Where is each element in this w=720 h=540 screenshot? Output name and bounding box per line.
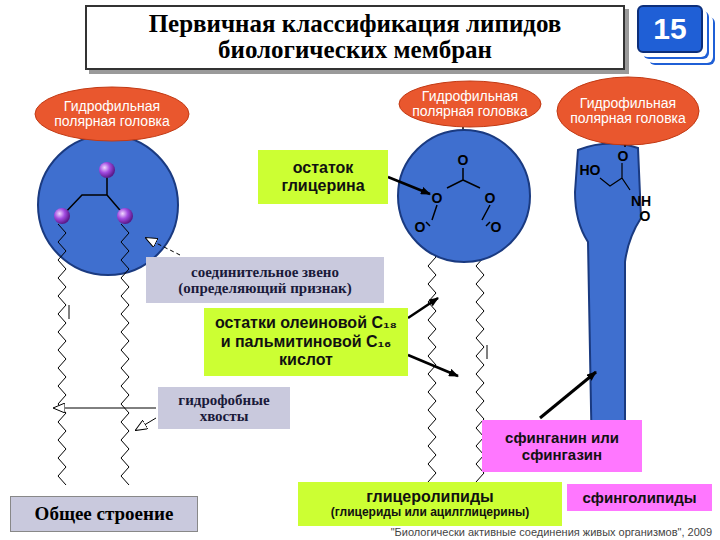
atom-label: NH xyxy=(631,194,651,208)
atom-label: O xyxy=(432,191,443,205)
node-text: сфинголипиды xyxy=(583,489,697,506)
callout-box: соединительное звено (определяющий призн… xyxy=(146,257,384,303)
node-text: Гидрофильная полярная головка xyxy=(570,96,686,127)
node-text: соединительное звено (определяющий призн… xyxy=(154,264,376,297)
class-box: сфинголипиды xyxy=(567,484,712,511)
node-text: 15 xyxy=(653,12,686,46)
callout-box: сфинганин или сфингазин xyxy=(482,420,642,472)
atom-label: O xyxy=(618,149,629,163)
head-ellipse: Гидрофильная полярная головка xyxy=(556,76,700,146)
node-text: (глицериды или ацилглицерины) xyxy=(331,506,529,520)
atom-label: O xyxy=(458,153,469,167)
callout-box: гидрофобные хвосты xyxy=(158,387,290,429)
node-text: сфинганин или сфингазин xyxy=(490,429,634,464)
source-caption: "Биологически активные соединения живых … xyxy=(391,526,712,538)
slide-number: 15 xyxy=(637,5,703,53)
node-text: остаток глицерина xyxy=(266,159,380,196)
node-text: остатки олеиновой С₁₈ и пальмитиновой С₁… xyxy=(212,314,400,369)
atom-label: O xyxy=(491,220,502,234)
head-ellipse: Гидрофильная полярная головка xyxy=(34,86,190,142)
atom-label: O xyxy=(640,209,651,223)
atom-label: HO xyxy=(580,163,601,177)
node-text: Общее строение xyxy=(35,503,174,525)
atom-label: O xyxy=(415,220,426,234)
node-text: Гидрофильная полярная головка xyxy=(48,99,176,130)
node-text: гидрофобные хвосты xyxy=(166,392,282,425)
node-text: глицеролипиды xyxy=(366,488,493,506)
legend-box: Общее строение xyxy=(10,496,198,532)
node-text: Первичная классификация липидов биологич… xyxy=(97,11,613,64)
head-ellipse: Гидрофильная полярная головка xyxy=(398,80,542,128)
callout-box: остаток глицерина xyxy=(258,150,388,204)
class-box: глицеролипиды(глицериды или ацилглицерин… xyxy=(298,482,562,526)
atom-label: O xyxy=(485,191,496,205)
title-box: Первичная классификация липидов биологич… xyxy=(85,5,625,70)
callout-box: остатки олеиновой С₁₈ и пальмитиновой С₁… xyxy=(204,308,408,376)
node-text: Гидрофильная полярная головка xyxy=(412,89,528,120)
